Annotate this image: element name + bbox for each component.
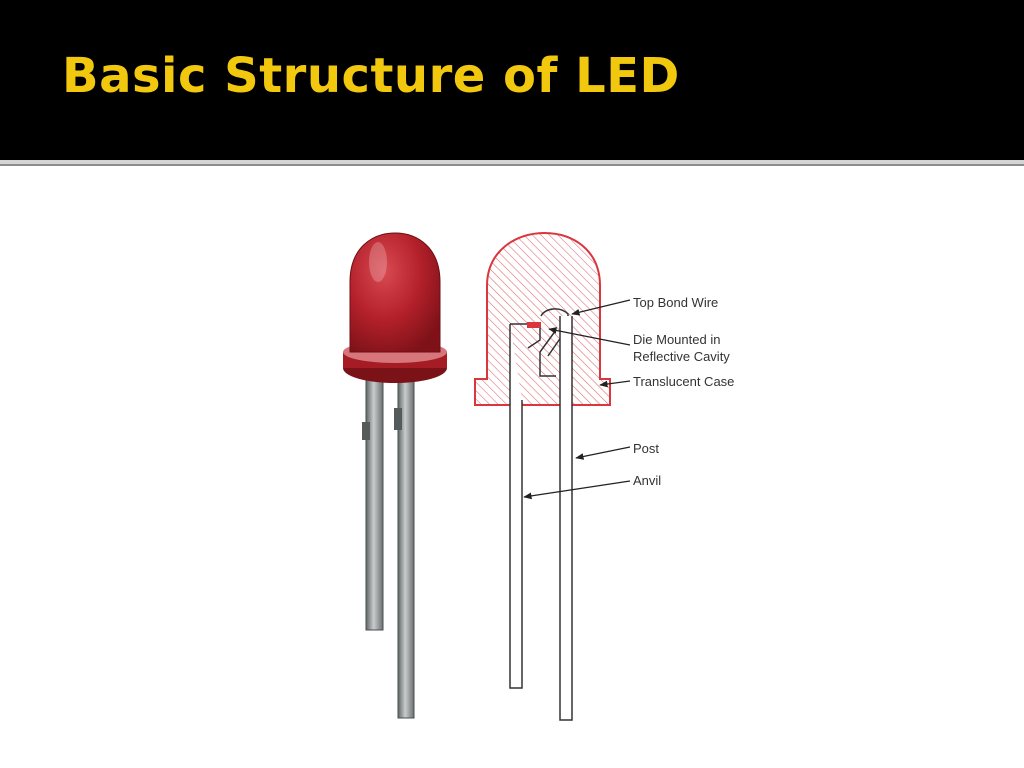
divider-dark bbox=[0, 164, 1024, 166]
callouts bbox=[523, 299, 631, 500]
led-dome bbox=[349, 232, 441, 353]
led-leads bbox=[362, 379, 415, 719]
label-die-mounted-1: Die Mounted in bbox=[633, 332, 720, 347]
divider-light bbox=[0, 160, 1024, 164]
post-lead bbox=[559, 316, 573, 721]
label-top-bond-wire: Top Bond Wire bbox=[633, 295, 718, 310]
led-cross-section bbox=[474, 231, 611, 721]
led-photo bbox=[343, 232, 447, 719]
title-bar: Basic Structure of LED bbox=[0, 0, 1024, 160]
label-die-mounted-2: Reflective Cavity bbox=[633, 349, 730, 364]
slide-title: Basic Structure of LED bbox=[62, 48, 680, 104]
label-anvil: Anvil bbox=[633, 473, 661, 488]
anvil-lead bbox=[509, 324, 523, 689]
label-post: Post bbox=[633, 441, 659, 456]
label-translucent-case: Translucent Case bbox=[633, 374, 734, 389]
translucent-case bbox=[474, 231, 611, 406]
